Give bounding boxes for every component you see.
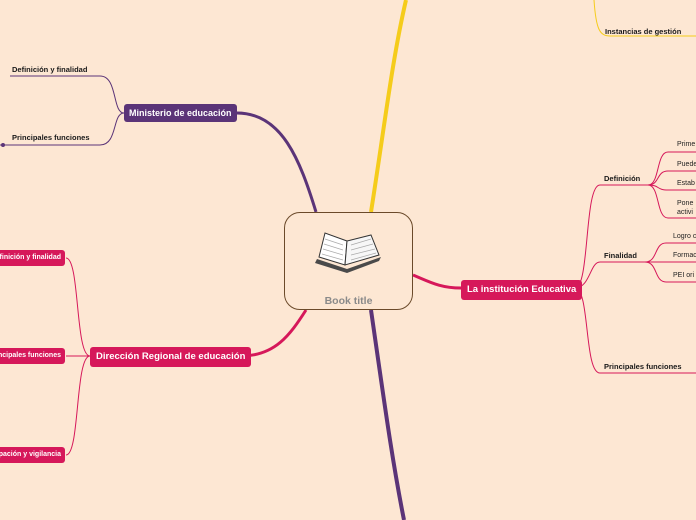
connector-dir-par xyxy=(66,356,90,455)
definicion-item-1[interactable]: Prime xyxy=(677,140,695,149)
connector-yellow-top xyxy=(371,0,406,212)
direccion-funciones[interactable]: Principales funciones xyxy=(0,348,65,364)
connector-dir-def xyxy=(66,258,90,356)
direccion-participacion[interactable]: Participación y vigilancia xyxy=(0,447,65,463)
open-book-icon xyxy=(313,229,385,273)
ministerio-definicion[interactable]: Definición y finalidad xyxy=(12,65,87,75)
direccion-funciones-wrap: Principales funciones xyxy=(0,348,65,364)
direccion-definicion-wrap: Definición y finalidad xyxy=(0,250,65,266)
finalidad-item-2[interactable]: Formac xyxy=(673,251,696,260)
connector-ministerio xyxy=(237,113,316,212)
definicion-item-4[interactable]: Pone xyxy=(677,199,693,208)
connector-institucion xyxy=(413,275,461,288)
connector-ins-fin xyxy=(575,262,645,288)
direccion-node[interactable]: Dirección Regional de educación xyxy=(90,347,251,367)
finalidad-item-3[interactable]: PEI ori xyxy=(673,271,694,280)
institucion-finalidad[interactable]: Finalidad xyxy=(604,251,637,261)
institucion-definicion[interactable]: Definición xyxy=(604,174,640,184)
connector-ins-def xyxy=(575,185,648,288)
definicion-item-4b: activi xyxy=(677,208,693,217)
ministerio-node[interactable]: Ministerio de educación xyxy=(124,104,237,122)
connector-ins-fun xyxy=(575,288,696,373)
instancias-node[interactable]: Instancias de gestión xyxy=(605,27,681,37)
finalidad-item-1[interactable]: Logro c xyxy=(673,232,696,241)
institucion-funciones[interactable]: Principales funciones xyxy=(604,362,682,372)
direccion-definicion[interactable]: Definición y finalidad xyxy=(0,250,65,266)
direccion-participacion-wrap: Participación y vigilancia xyxy=(0,447,65,463)
definicion-item-3[interactable]: Estab xyxy=(677,179,695,188)
connector-min-def xyxy=(10,76,124,113)
ministerio-funciones[interactable]: Principales funciones xyxy=(12,133,90,143)
connector-purple-bottom xyxy=(371,310,404,520)
central-topic[interactable]: Book title xyxy=(284,212,413,310)
definicion-item-2[interactable]: Puede xyxy=(677,160,696,169)
central-title: Book title xyxy=(285,295,412,307)
institucion-node[interactable]: La institución Educativa xyxy=(461,280,582,300)
